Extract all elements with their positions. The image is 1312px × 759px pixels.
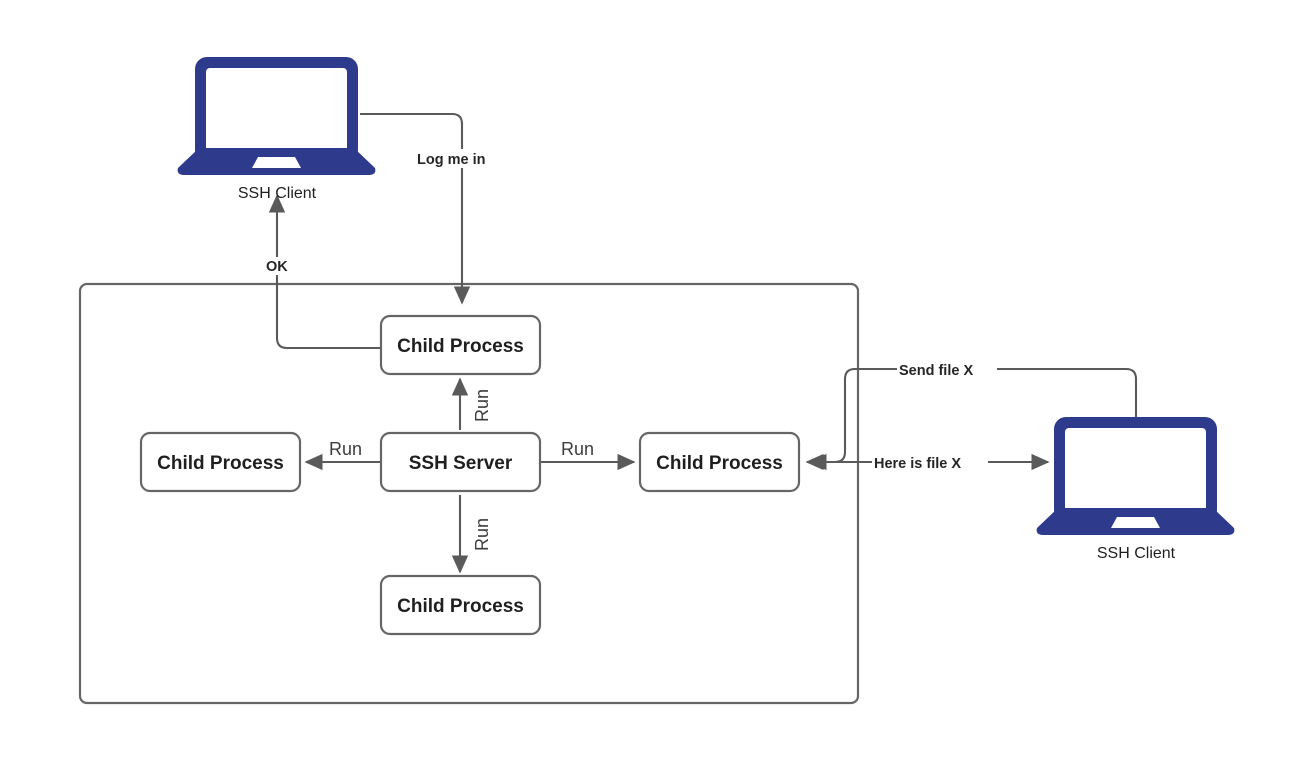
laptop-icon-right [1036,417,1235,535]
node-ssh-client-right[interactable]: SSH Client [1036,417,1235,562]
ssh-server-box [379,431,542,493]
edge-label-run-left: Run [327,438,373,459]
edge-label-run-right: Run [559,438,605,459]
child-process-top-label: Child Process [397,336,524,357]
child-process-top-box [379,314,542,376]
edge-label-ok: OK [264,257,294,275]
edge-label-here-is-file-x-text: Here is file X [874,456,961,472]
node-ssh-server[interactable]: SSH Server [379,431,542,493]
edge-log-me-in [360,112,471,305]
node-child-process-left[interactable]: Child Process [139,431,302,493]
edge-label-run-bottom: Run [472,505,492,553]
child-process-left-box [139,431,302,493]
node-child-process-bottom[interactable]: Child Process [379,574,542,636]
edge-label-send-file-x-text: Send file X [899,363,973,379]
child-process-bottom-label: Child Process [397,596,524,617]
edge-label-log-me-in: Log me in [415,149,531,168]
node-child-process-top[interactable]: Child Process [379,314,542,376]
ssh-server-label: SSH Server [409,453,513,474]
server-boundary-container [78,282,860,705]
child-process-bottom-box [379,574,542,636]
child-process-right-box [638,431,801,493]
edge-label-here-is-file-x: Here is file X [872,453,988,472]
edge-label-run-right-text: Run [561,439,594,459]
ssh-client-top-caption: SSH Client [238,185,317,202]
edge-label-run-top-text: Run [472,389,492,422]
edge-label-send-file-x: Send file X [897,360,997,379]
node-ssh-client-top[interactable]: SSH Client [177,57,376,202]
ssh-client-right-caption: SSH Client [1097,545,1176,562]
edge-label-run-top: Run [472,376,492,424]
edge-label-run-bottom-text: Run [472,518,492,551]
edge-ok [268,194,381,350]
child-process-right-label: Child Process [656,453,783,474]
child-process-left-label: Child Process [157,453,284,474]
edge-label-log-me-in-text: Log me in [417,152,485,168]
laptop-icon-top [177,57,376,175]
node-child-process-right[interactable]: Child Process [638,431,801,493]
edge-label-ok-text: OK [266,259,288,275]
edge-label-run-left-text: Run [329,439,362,459]
